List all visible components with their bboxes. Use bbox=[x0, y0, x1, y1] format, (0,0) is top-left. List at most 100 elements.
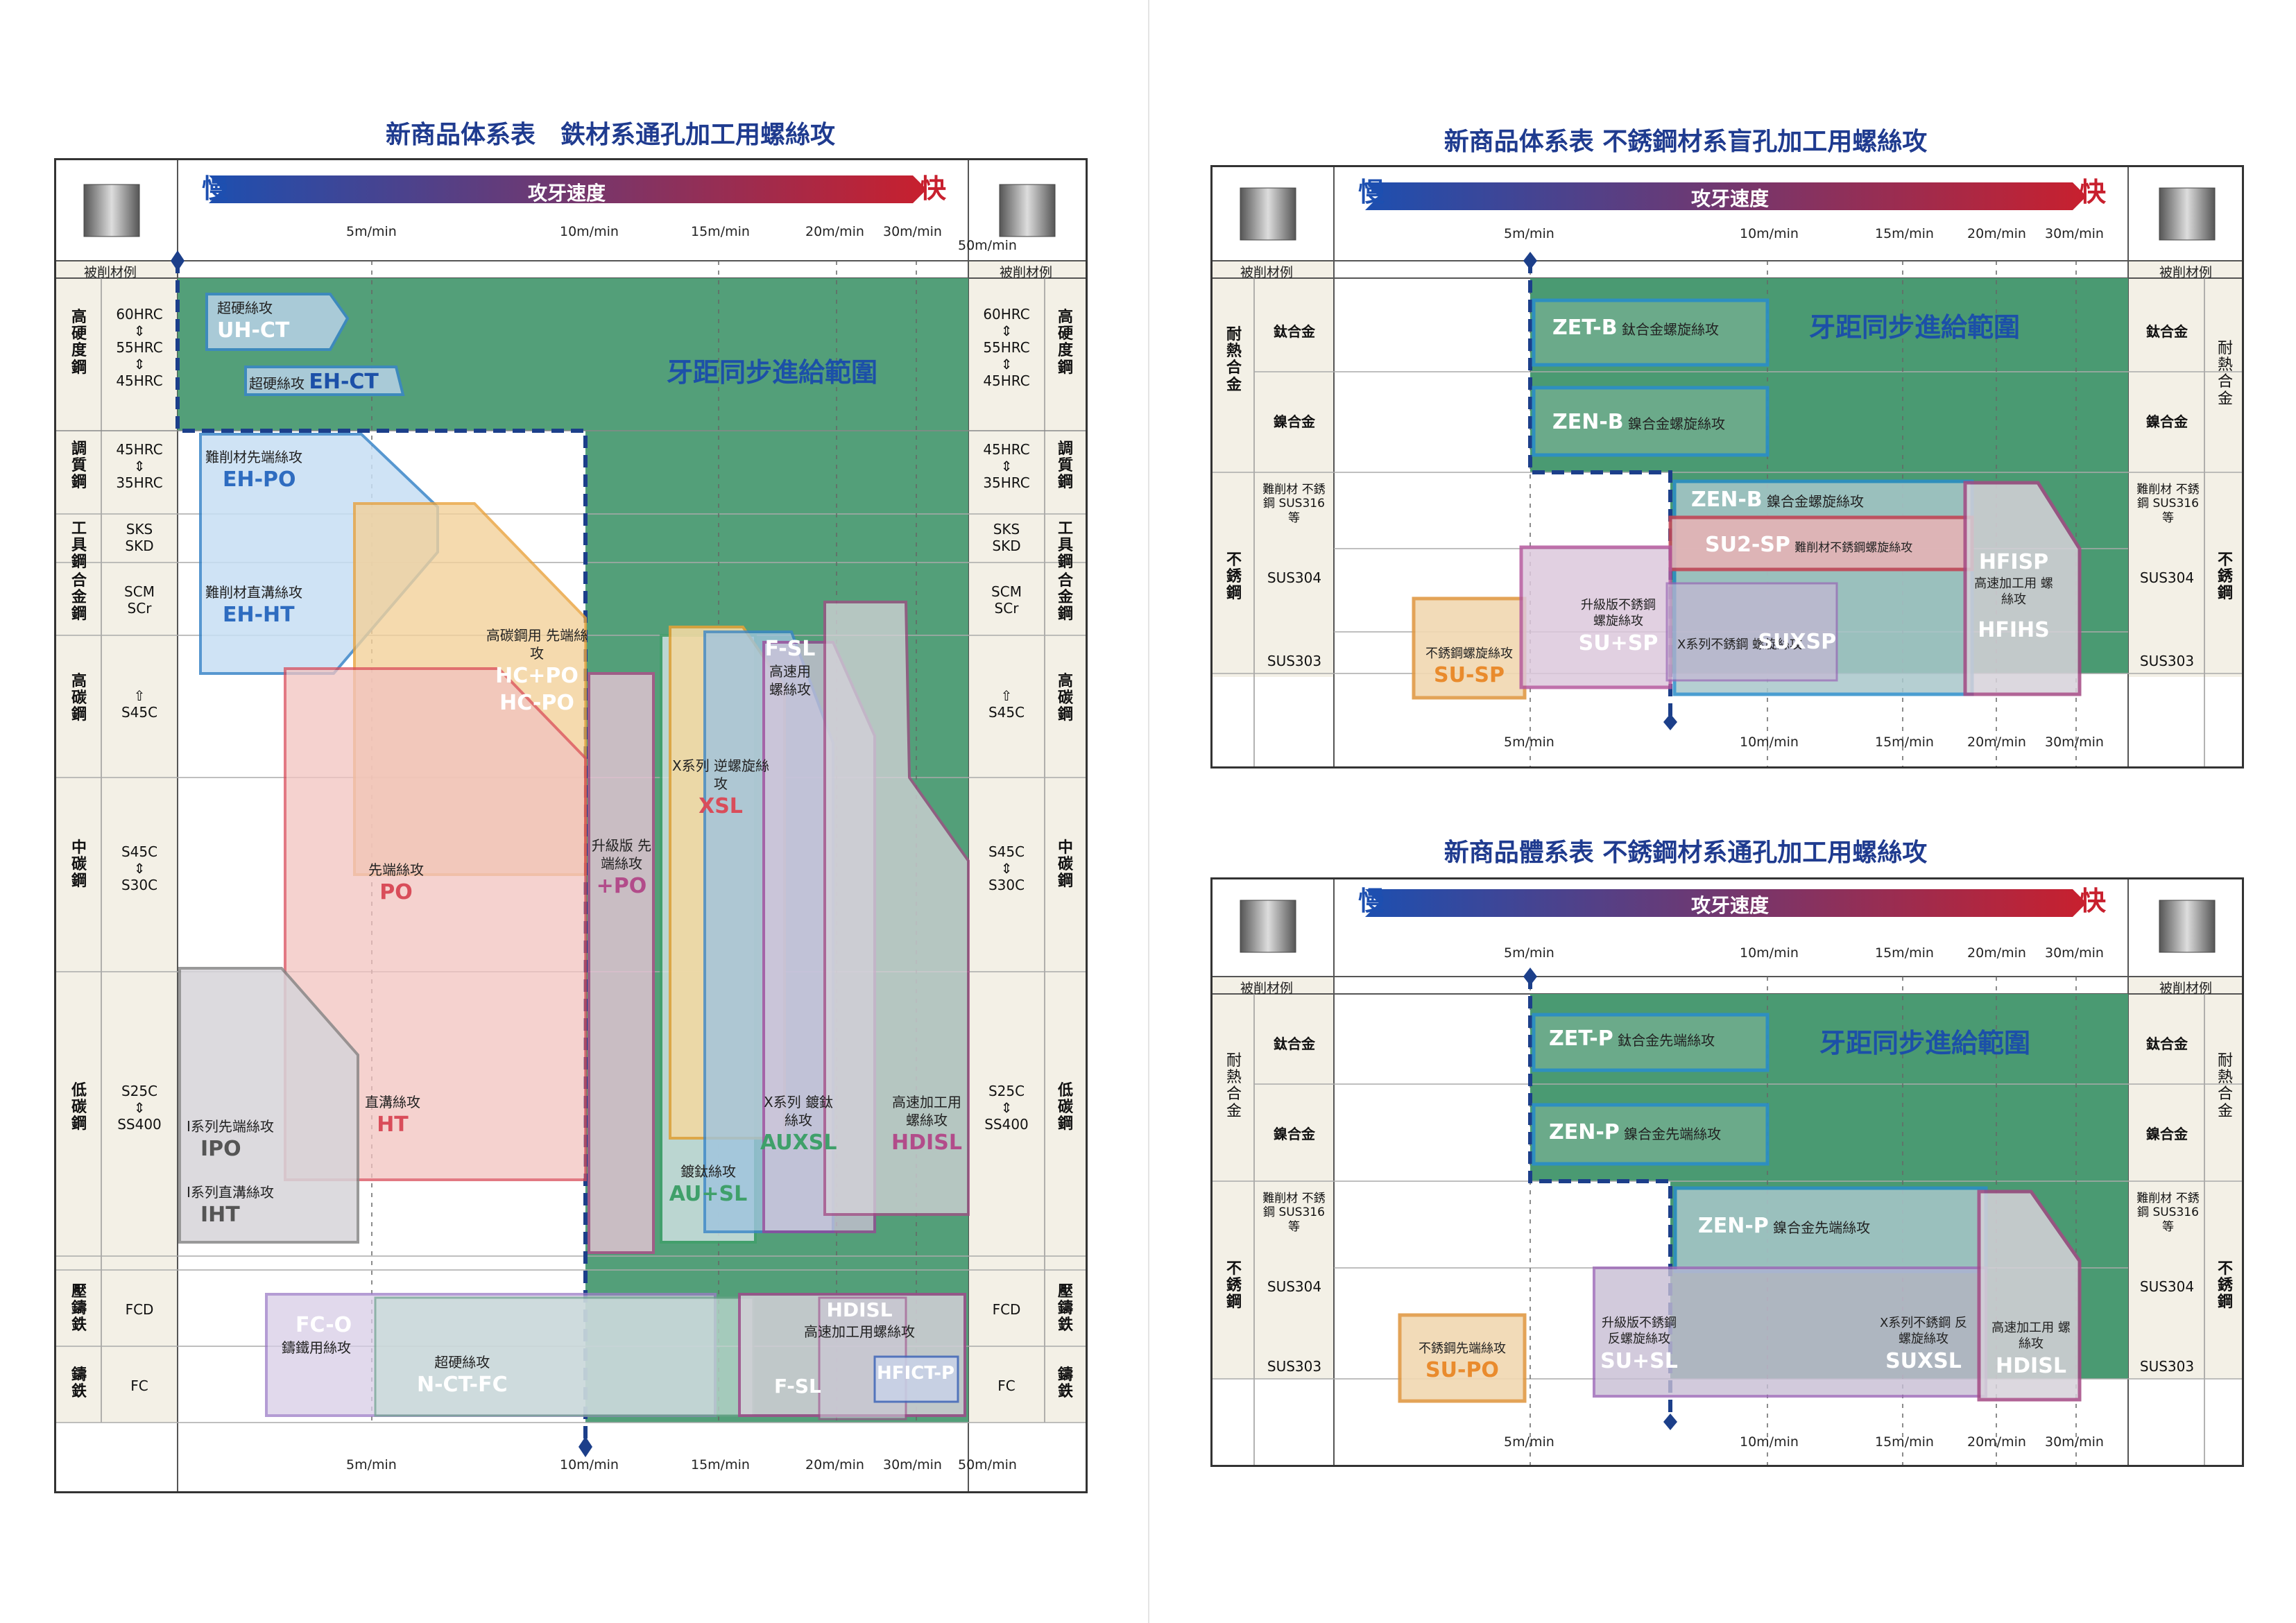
mat-tempered-r: 45HRC⇕35HRC bbox=[983, 441, 1030, 491]
rb-tick-30-b: 30m/min bbox=[2045, 1434, 2104, 1450]
tick-10-bottom: 10m/min bbox=[560, 1457, 619, 1472]
rb-row-sus303-r: SUS303 bbox=[2139, 1358, 2195, 1375]
rb-sync-label: 牙距同步進給範圍 bbox=[1819, 1028, 2031, 1058]
rb-title: 新商品體系表 不銹鋼材系通孔加工用螺絲攻 bbox=[1443, 839, 1928, 867]
rb-cat-stainless-r: 不銹鋼 bbox=[2217, 1260, 2233, 1312]
mat-low-carbon-r: S25C⇕SS400 bbox=[984, 1083, 1029, 1133]
tick-5-bottom: 5m/min bbox=[346, 1457, 397, 1472]
zone-f-sl-cast: F-SL bbox=[774, 1375, 821, 1398]
mat-high-carbon: ⇧S45C bbox=[121, 687, 158, 721]
fast-label: 快 bbox=[920, 173, 947, 204]
mat-tempered: 45HRC⇕35HRC bbox=[116, 441, 163, 491]
rt-zone-zen-b: ZEN-B 鎳合金螺旋絲攻 bbox=[1552, 410, 1726, 434]
rb-fast-label: 快 bbox=[2080, 886, 2107, 916]
rb-row-sus304-r: SUS304 bbox=[2139, 1278, 2195, 1295]
cat-tool-steel: 工具鋼 bbox=[71, 520, 87, 572]
rt-chart: 慢 快 攻牙速度 5m/min 10m/min 15m/min 20m/min … bbox=[1210, 165, 2244, 768]
rb-work-label-l: 被削材例 bbox=[1240, 981, 1294, 996]
cat-high-carbon: 高碳鋼 bbox=[71, 673, 87, 724]
rb-tick-10-b: 10m/min bbox=[1740, 1434, 1799, 1450]
cat-ductile-iron-r: 壓鑄鉄 bbox=[1057, 1283, 1073, 1334]
rb-speed-label: 攻牙速度 bbox=[1691, 894, 1770, 917]
rb-row-sus316-r: 難削材 不銹鋼 SUS316等 bbox=[2136, 1192, 2200, 1234]
left-chart: 慢 快 攻牙速度 5m/min 10m/min 15m/min 20m/min … bbox=[54, 158, 1088, 1493]
rt-row-sus316-r: 難削材 不銹鋼 SUS316等 bbox=[2136, 483, 2200, 525]
rt-title: 新商品体系表 不銹鋼材系盲孔加工用螺絲攻 bbox=[1443, 128, 1928, 156]
cat-ductile-iron: 壓鑄鉄 bbox=[71, 1283, 87, 1334]
rt-row-sus304: SUS304 bbox=[1267, 569, 1322, 586]
rt-chart-graphic bbox=[1213, 167, 2242, 766]
work-label-right: 被削材例 bbox=[1000, 265, 1053, 280]
rt-tick-10-b: 10m/min bbox=[1740, 735, 1799, 750]
left-title: 新商品体系表 鉄材系通孔加工用螺絲攻 bbox=[385, 121, 835, 149]
rt-row-sus304-r: SUS304 bbox=[2139, 569, 2195, 586]
cat-high-hardness: 高硬度鋼 bbox=[71, 309, 87, 377]
tick-30-bottom: 30m/min bbox=[883, 1457, 942, 1472]
rb-slow-label: 慢 bbox=[1358, 886, 1385, 916]
rb-zone-zet-p: ZET-P 鈦合金先端絲攻 bbox=[1549, 1027, 1715, 1051]
rt-row-ni: 鎳合金 bbox=[1274, 413, 1315, 430]
mat-high-carbon-r: ⇧S45C bbox=[988, 687, 1025, 721]
rt-tick-15: 15m/min bbox=[1875, 226, 1934, 241]
tap-icon-right bbox=[999, 184, 1056, 237]
cat-low-carbon-r: 低碳鋼 bbox=[1057, 1082, 1073, 1133]
rb-chart-graphic bbox=[1213, 879, 2242, 1465]
rb-row-sus304: SUS304 bbox=[1267, 1278, 1322, 1295]
rt-speed-label: 攻牙速度 bbox=[1691, 187, 1770, 210]
cat-medium-carbon-r: 中碳鋼 bbox=[1057, 839, 1073, 891]
cat-low-carbon: 低碳鋼 bbox=[71, 1082, 87, 1133]
rb-cat-stainless: 不銹鋼 bbox=[1226, 1260, 1242, 1312]
rb-tick-20: 20m/min bbox=[1967, 945, 2026, 961]
cat-tempered-r: 調質鋼 bbox=[1057, 440, 1073, 492]
mat-ductile-iron-r: FCD bbox=[992, 1301, 1021, 1318]
rt-tick-5: 5m/min bbox=[1504, 226, 1554, 241]
rb-tick-10: 10m/min bbox=[1740, 945, 1799, 961]
mat-cast-iron-r: FC bbox=[997, 1377, 1016, 1394]
mat-medium-carbon: S45C⇕S30C bbox=[121, 843, 158, 893]
rt-tick-30: 30m/min bbox=[2045, 226, 2104, 241]
rb-work-label-r: 被削材例 bbox=[2159, 981, 2213, 996]
rb-cat-heat-alloy: 耐熱合金 bbox=[1226, 1052, 1242, 1120]
rb-row-ti: 鈦合金 bbox=[1274, 1036, 1315, 1052]
speed-arrow bbox=[209, 175, 927, 203]
speed-label: 攻牙速度 bbox=[528, 182, 606, 205]
rt-tick-5-b: 5m/min bbox=[1504, 735, 1554, 750]
rb-zone-zen-p2: ZEN-P 鎳合金先端絲攻 bbox=[1698, 1214, 1871, 1238]
rb-row-ni-r: 鎳合金 bbox=[2146, 1126, 2188, 1142]
rt-tick-20-b: 20m/min bbox=[1967, 735, 2026, 750]
mat-low-carbon: S25C⇕SS400 bbox=[117, 1083, 162, 1133]
rt-zone-suxsp: X系列不銹鋼 螺旋絲攻 SUXSP bbox=[1677, 630, 1837, 654]
cat-high-hardness-r: 高硬度鋼 bbox=[1057, 309, 1073, 377]
rb-cat-heat-alloy-r: 耐熱合金 bbox=[2217, 1052, 2233, 1120]
rt-cat-heat-alloy-r: 耐熱合金 bbox=[2217, 340, 2233, 408]
rt-cat-stainless: 不銹鋼 bbox=[1226, 551, 1242, 603]
sync-range-label: 牙距同步進給範圍 bbox=[667, 357, 878, 388]
cat-high-carbon-r: 高碳鋼 bbox=[1057, 673, 1073, 724]
tick-5: 5m/min bbox=[346, 224, 397, 239]
rt-row-sus316: 難削材 不銹鋼 SUS316等 bbox=[1262, 483, 1326, 525]
rt-work-label-r: 被削材例 bbox=[2159, 265, 2213, 280]
tick-10: 10m/min bbox=[560, 224, 619, 239]
rt-row-ni-r: 鎳合金 bbox=[2146, 413, 2188, 430]
tick-20: 20m/min bbox=[805, 224, 864, 239]
tick-50: 50m/min bbox=[958, 238, 1017, 253]
rt-sync-label: 牙距同步進給範圍 bbox=[1809, 312, 2021, 343]
rt-work-label-l: 被削材例 bbox=[1240, 265, 1294, 280]
rt-row-sus303-r: SUS303 bbox=[2139, 653, 2195, 669]
